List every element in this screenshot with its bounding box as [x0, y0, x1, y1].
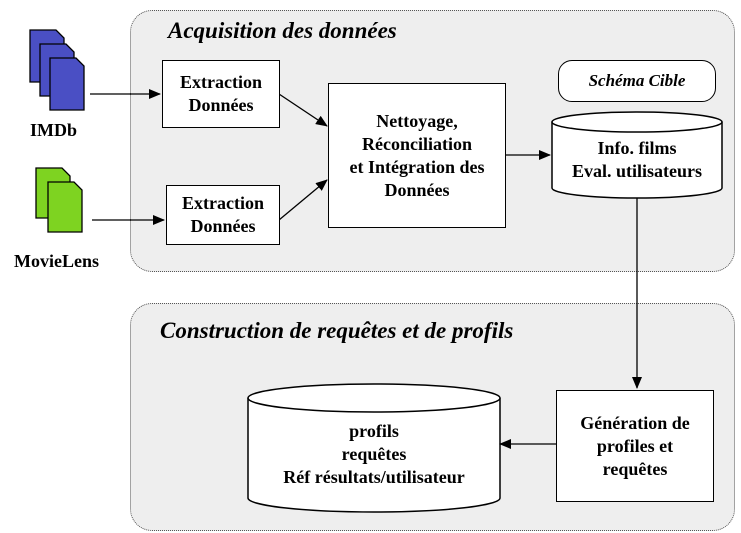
- arrow-extraction1-to-integration: [278, 93, 328, 127]
- target-schema-label: Schéma Cible: [558, 60, 716, 102]
- output-db-line: Réf résultats/utilisateur: [283, 466, 465, 487]
- target-db-line: Eval. utilisateurs: [571, 161, 702, 181]
- extraction-box-movielens: Extraction Données: [166, 185, 280, 245]
- imdb-document-stack-icon: [29, 29, 85, 111]
- output-db-line: profils: [349, 420, 399, 441]
- extraction-box-imdb: Extraction Données: [162, 60, 280, 128]
- construction-title: Construction de requêtes et de profils: [160, 318, 514, 343]
- integration-box: Nettoyage, Réconciliation et Intégration…: [328, 83, 506, 228]
- generation-box: Génération de profiles et requêtes: [556, 390, 714, 502]
- movielens-document-stack-icon: [35, 167, 83, 233]
- generation-line: requêtes: [602, 458, 668, 479]
- output-database-text: profils requêtes Réf résultats/utilisate…: [248, 414, 500, 494]
- output-database-cylinder-icon: [247, 383, 501, 513]
- target-db-line: Info. films: [597, 138, 677, 158]
- extraction-line: Extraction: [182, 193, 264, 213]
- extraction-line: Données: [188, 95, 254, 115]
- target-database-text: Info. films Eval. utilisateurs: [552, 134, 722, 186]
- output-db-line: requêtes: [341, 443, 407, 464]
- generation-line: profiles et: [596, 435, 674, 456]
- integration-line: et Intégration des: [349, 156, 485, 177]
- target-database-cylinder-icon: [551, 111, 723, 199]
- integration-line: Nettoyage,: [376, 110, 458, 131]
- extraction-line: Extraction: [180, 72, 262, 92]
- movielens-label: MovieLens: [14, 251, 99, 271]
- acquisition-title: Acquisition des données: [168, 18, 397, 43]
- generation-line: Génération de: [580, 412, 690, 433]
- arrow-extraction2-to-integration: [278, 179, 328, 221]
- integration-line: Données: [384, 179, 450, 200]
- integration-line: Réconciliation: [362, 133, 472, 154]
- extraction-line: Données: [190, 216, 256, 236]
- imdb-label: IMDb: [30, 120, 78, 140]
